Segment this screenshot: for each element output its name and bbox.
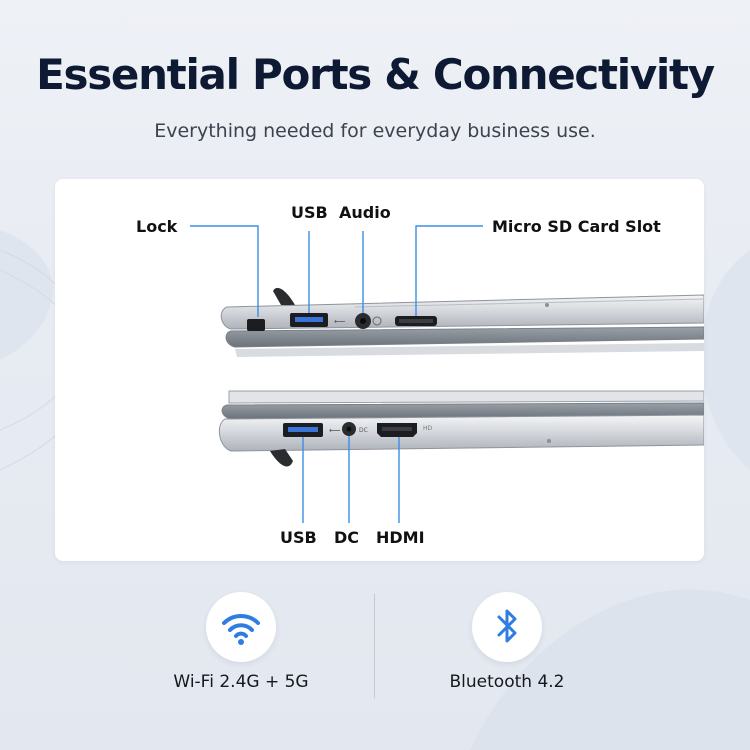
callout-lines: [190, 225, 483, 523]
label-micro-sd: Micro SD Card Slot: [492, 217, 661, 236]
wifi-label: Wi-Fi 2.4G + 5G: [173, 672, 309, 692]
hd-marking: HD: [423, 425, 433, 432]
bluetooth-badge: [472, 592, 542, 662]
label-hdmi: HDMI: [376, 528, 425, 547]
bluetooth-icon: [497, 609, 517, 643]
dc-marking: DC: [359, 427, 368, 434]
svg-text:⟵: ⟵: [329, 426, 341, 435]
label-dc: DC: [334, 528, 360, 547]
label-usb-bottom: USB: [280, 528, 317, 547]
laptop-right-side: ⟵ DC HD: [218, 390, 704, 467]
svg-text:⟵: ⟵: [334, 317, 346, 326]
label-usb-top: USB: [291, 203, 328, 222]
laptop-illustration: ⟵ ⟵ DC HD: [190, 225, 704, 523]
bluetooth-label: Bluetooth 4.2: [449, 672, 565, 692]
label-audio: Audio: [339, 203, 391, 222]
connectivity-features: Wi-Fi 2.4G + 5G Bluetooth 4.2: [0, 590, 750, 700]
feature-divider: [374, 594, 375, 698]
page-subtitle: Everything needed for everyday business …: [154, 120, 596, 142]
lock-port: [247, 319, 265, 331]
ports-card: ⟵ ⟵ DC HD: [55, 179, 704, 561]
wifi-icon: [222, 613, 260, 645]
page-title: Essential Ports & Connectivity: [36, 50, 715, 99]
wifi-badge: [206, 592, 276, 662]
label-lock: Lock: [136, 217, 178, 236]
laptop-left-side: ⟵: [220, 287, 704, 357]
